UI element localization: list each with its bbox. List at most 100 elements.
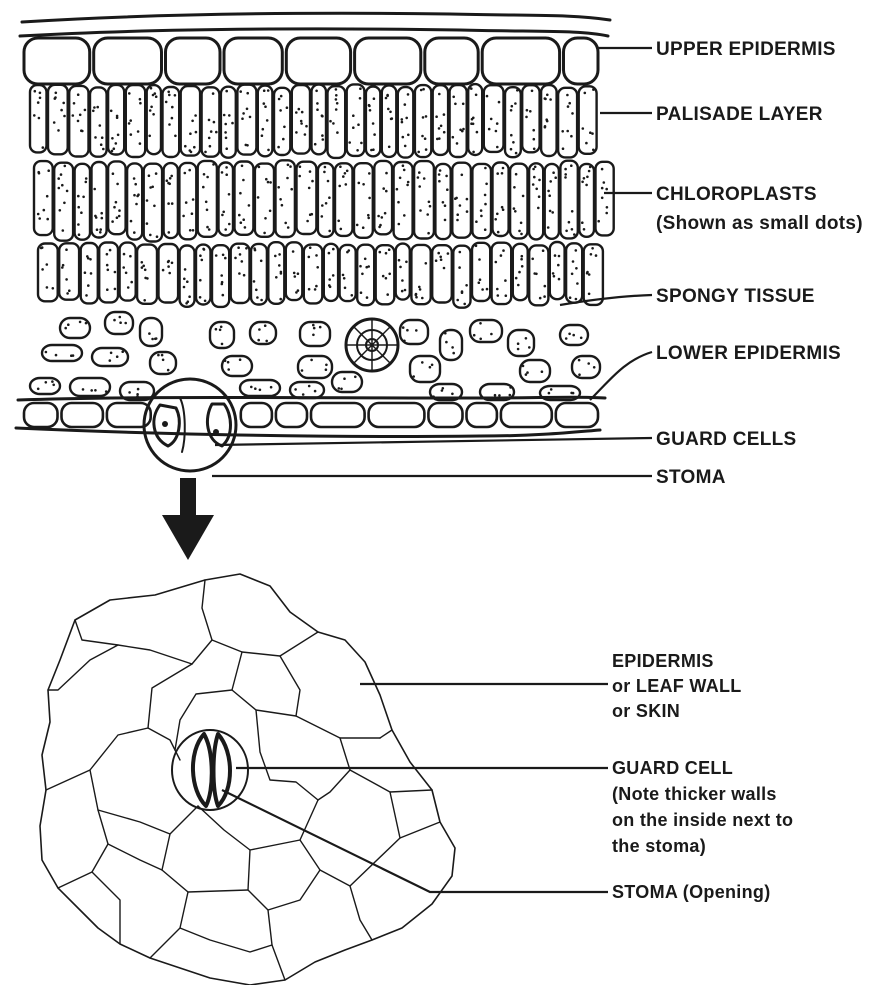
label-palisade-layer: PALISADE LAYER [656, 104, 823, 125]
chloroplast-dot [444, 332, 447, 335]
chloroplast-dot [479, 322, 482, 325]
chloroplast-dot [589, 131, 592, 134]
chloroplast-dot [165, 101, 168, 104]
chloroplast-dot [64, 327, 67, 330]
chloroplast-dot [139, 98, 142, 101]
chloroplast-dot [37, 101, 40, 104]
chloroplast-dot [401, 290, 404, 293]
chloroplast-dot [564, 168, 567, 171]
chloroplast-dot [418, 286, 421, 289]
cuticle-outer [22, 13, 610, 22]
chloroplast-dot [313, 327, 316, 330]
chloroplast-dot [113, 147, 116, 150]
spongy-cell [298, 356, 332, 378]
chloroplast-dot [142, 265, 145, 268]
chloroplast-dot [119, 316, 122, 319]
chloroplast-dot [299, 165, 302, 168]
chloroplast-dot [257, 196, 260, 199]
chloroplast-dot [575, 249, 578, 252]
chloroplast-dot [340, 228, 343, 231]
chloroplast-dot [595, 254, 598, 257]
chloroplast-dot [495, 130, 498, 133]
chloroplast-dot [562, 147, 565, 150]
chloroplast-dot [377, 215, 380, 218]
chloroplast-dot [513, 207, 516, 210]
chloroplast-dot [129, 255, 132, 258]
lower-boundary-bottom [16, 428, 600, 437]
chloroplast-dot [445, 341, 448, 344]
chloroplast-dot [228, 223, 231, 226]
chloroplast-dot [522, 195, 525, 198]
chloroplast-dot [137, 388, 140, 391]
chloroplast-dot [96, 228, 99, 231]
chloroplast-dot [479, 278, 482, 281]
chloroplast-dot [486, 95, 489, 98]
chloroplast-dot [315, 285, 318, 288]
cross-section-labels: UPPER EPIDERMIS PALISADE LAYER CHLOROPLA… [656, 39, 863, 488]
palisade-cell [34, 161, 53, 235]
chloroplast-dot [77, 206, 80, 209]
chloroplast-dot [287, 164, 290, 167]
chloroplast-dot [367, 217, 370, 220]
chloroplast-dot [130, 281, 133, 284]
chloroplast-dot [294, 275, 297, 278]
chloroplast-dot [549, 180, 552, 183]
chloroplast-dot [316, 108, 319, 111]
chloroplast-dot [203, 248, 206, 251]
chloroplast-dot [57, 177, 60, 180]
chloroplast-dot [568, 102, 571, 105]
chloroplast-dot [321, 215, 324, 218]
spongy-cell [105, 312, 133, 334]
palisade-cell [560, 161, 577, 239]
chloroplast-dot [206, 176, 209, 179]
palisade-cell [237, 85, 256, 155]
chloroplast-dot [446, 188, 449, 191]
chloroplast-dot [239, 192, 242, 195]
chloroplast-dot [335, 98, 338, 101]
label-upper-epidermis: UPPER EPIDERMIS [656, 39, 836, 60]
chloroplast-dot [192, 198, 195, 201]
chloroplast-dot [478, 281, 481, 284]
chloroplast-dot [278, 264, 281, 267]
chloroplast-dot [402, 136, 405, 139]
chloroplast-dot [438, 180, 441, 183]
chloroplast-dot [478, 258, 481, 261]
chloroplast-dot [564, 173, 567, 176]
chloroplast-dot [451, 346, 454, 349]
chloroplast-dot [224, 360, 227, 363]
chloroplast-dot [496, 172, 499, 175]
chloroplast-dot [372, 148, 375, 151]
chloroplast-dot [544, 97, 547, 100]
chloroplast-dot [534, 166, 537, 169]
chloroplast-dot [498, 101, 501, 104]
chloroplast-dot [580, 337, 583, 340]
upper-epidermis-cell [224, 38, 282, 84]
chloroplast-dot [510, 134, 513, 137]
chloroplast-dot [405, 117, 408, 120]
chloroplast-dot [304, 133, 307, 136]
chloroplast-dot [62, 102, 65, 105]
chloroplast-dot [404, 103, 407, 106]
chloroplast-dot [222, 211, 225, 214]
chloroplast-dot [407, 134, 410, 137]
chloroplast-dot [152, 113, 155, 116]
chloroplast-dot [402, 164, 405, 167]
chloroplast-dot [167, 265, 170, 268]
chloroplast-dot [118, 215, 121, 218]
chloroplast-dot [99, 231, 102, 234]
chloroplast-dot [264, 324, 267, 327]
chloroplast-dot [191, 212, 194, 215]
chloroplast-dot [517, 284, 520, 287]
chloroplast-dot [495, 261, 498, 264]
chloroplast-dot [238, 214, 241, 217]
chloroplast-dot [278, 253, 281, 256]
chloroplast-dot [209, 145, 212, 148]
chloroplast-dot [515, 277, 518, 280]
chloroplast-dot [554, 254, 557, 257]
chloroplast-dot [286, 177, 289, 180]
chloroplast-dot [406, 184, 409, 187]
chloroplast-dot [221, 214, 224, 217]
spongy-tissue-cells [30, 312, 600, 400]
chloroplast-dot [139, 142, 142, 145]
chloroplast-dot [224, 131, 227, 134]
